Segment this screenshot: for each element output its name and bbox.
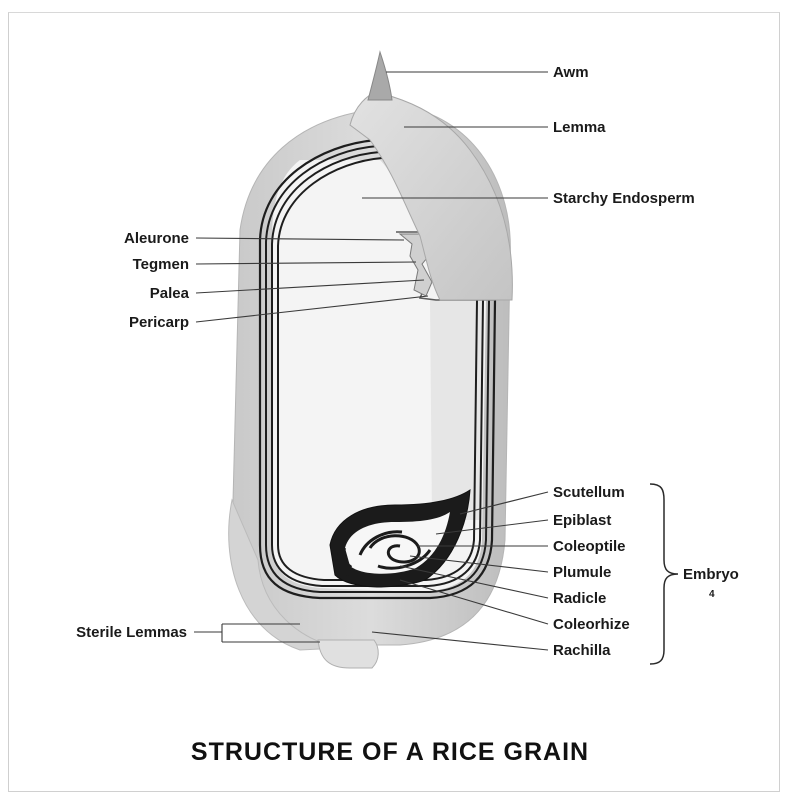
- label-embryo: Embryo: [683, 566, 739, 583]
- label-lemma: Lemma: [553, 119, 606, 136]
- label-rachilla: Rachilla: [553, 642, 611, 659]
- rachilla-shape: [318, 640, 378, 668]
- label-tegmen: Tegmen: [133, 256, 189, 273]
- label-radicle: Radicle: [553, 590, 606, 607]
- label-aleurone: Aleurone: [124, 230, 189, 247]
- embryo-brace: [650, 484, 678, 664]
- label-coleorhize: Coleorhize: [553, 616, 630, 633]
- label-sterile-lemmas: Sterile Lemmas: [76, 624, 187, 641]
- label-coleoptile: Coleoptile: [553, 538, 626, 555]
- label-scutellum: Scutellum: [553, 484, 625, 501]
- label-embryo-mark: 4: [709, 589, 715, 600]
- label-palea: Palea: [150, 285, 190, 302]
- label-epiblast: Epiblast: [553, 512, 611, 529]
- diagram-title: STRUCTURE OF A RICE GRAIN: [191, 738, 589, 766]
- awn-shape: [368, 52, 392, 100]
- label-awn: Awm: [553, 64, 589, 81]
- label-starchy-endosperm: Starchy Endosperm: [553, 190, 695, 207]
- label-plumule: Plumule: [553, 564, 611, 581]
- label-pericarp: Pericarp: [129, 314, 189, 331]
